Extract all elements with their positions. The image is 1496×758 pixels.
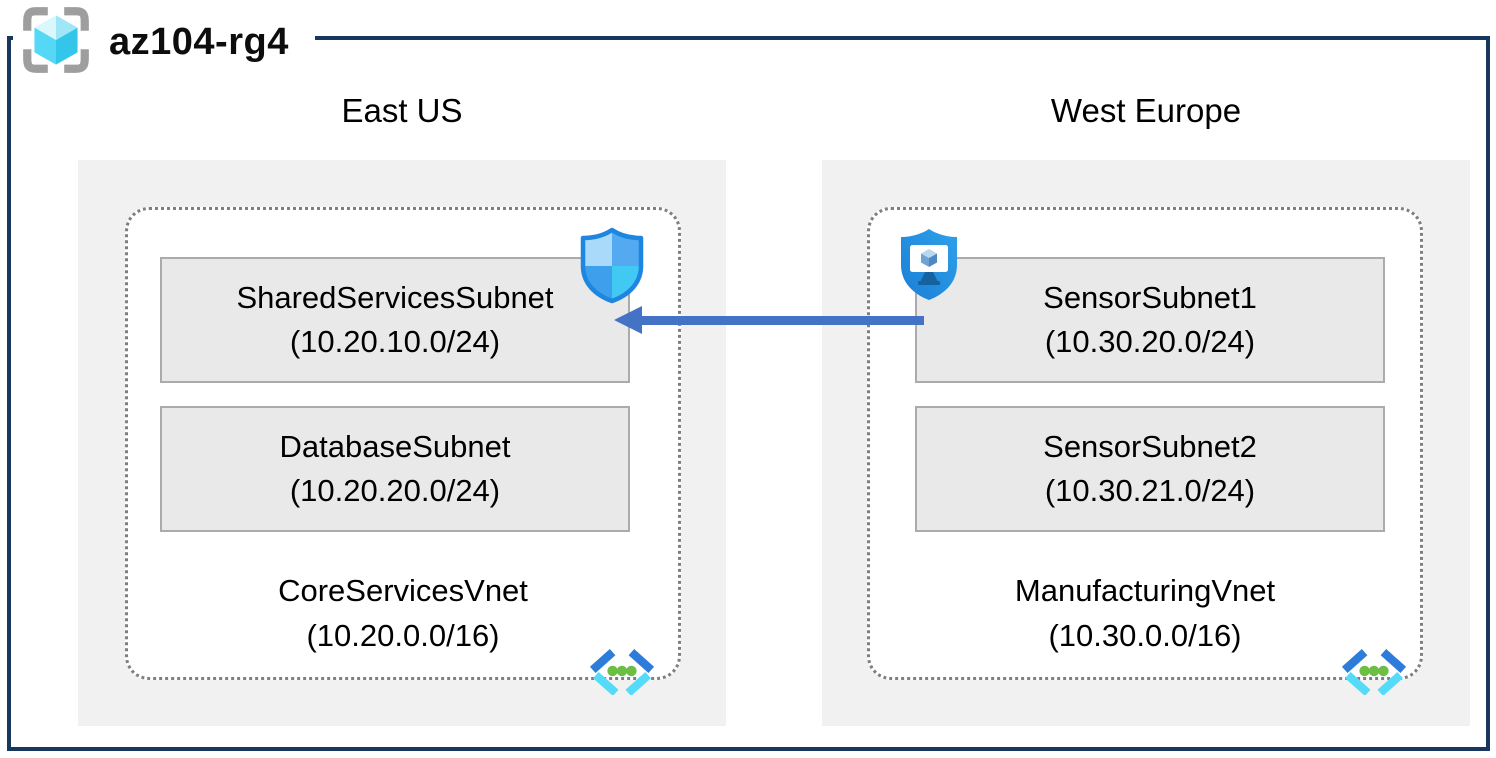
defender-shield-icon <box>578 226 646 309</box>
subnet-cidr: (10.30.21.0/24) <box>1044 473 1256 508</box>
subnet-name: SensorSubnet1 <box>1043 280 1257 315</box>
vnet-label-coreservices: CoreServicesVnet (10.20.0.0/16) <box>125 568 681 658</box>
subnet-name: DatabaseSubnet <box>279 429 511 464</box>
resource-group-icon <box>17 6 95 79</box>
vnet-cidr: (10.20.0.0/16) <box>306 618 500 653</box>
subnet-cidr: (10.20.10.0/24) <box>289 324 501 359</box>
subnet-sharedservices: SharedServicesSubnet (10.20.10.0/24) <box>160 257 630 383</box>
bastion-shield-icon <box>896 226 962 309</box>
virtual-network-icon <box>1340 649 1408 700</box>
vnet-peering-arrow <box>612 302 924 343</box>
subnet-cidr: (10.30.20.0/24) <box>1044 324 1256 359</box>
vnet-name: ManufacturingVnet <box>1014 573 1276 608</box>
vnet-name: CoreServicesVnet <box>278 573 528 608</box>
resource-group-title: az104-rg4 <box>109 21 289 63</box>
subnet-database: DatabaseSubnet (10.20.20.0/24) <box>160 406 630 532</box>
virtual-network-icon <box>588 649 656 700</box>
subnet-cidr: (10.20.20.0/24) <box>289 473 501 508</box>
resource-group-legend: az104-rg4 <box>13 4 315 83</box>
region-title-west-europe: West Europe <box>1050 92 1242 129</box>
subnet-sensor2: SensorSubnet2 (10.30.21.0/24) <box>915 406 1385 532</box>
subnet-name: SharedServicesSubnet <box>236 280 554 315</box>
resource-group-border <box>7 36 1490 751</box>
subnet-sensor1: SensorSubnet1 (10.30.20.0/24) <box>915 257 1385 383</box>
subnet-name: SensorSubnet2 <box>1043 429 1257 464</box>
vnet-cidr: (10.30.0.0/16) <box>1048 618 1242 653</box>
vnet-label-manufacturing: ManufacturingVnet (10.30.0.0/16) <box>867 568 1423 658</box>
region-title-east-us: East US <box>341 92 463 129</box>
